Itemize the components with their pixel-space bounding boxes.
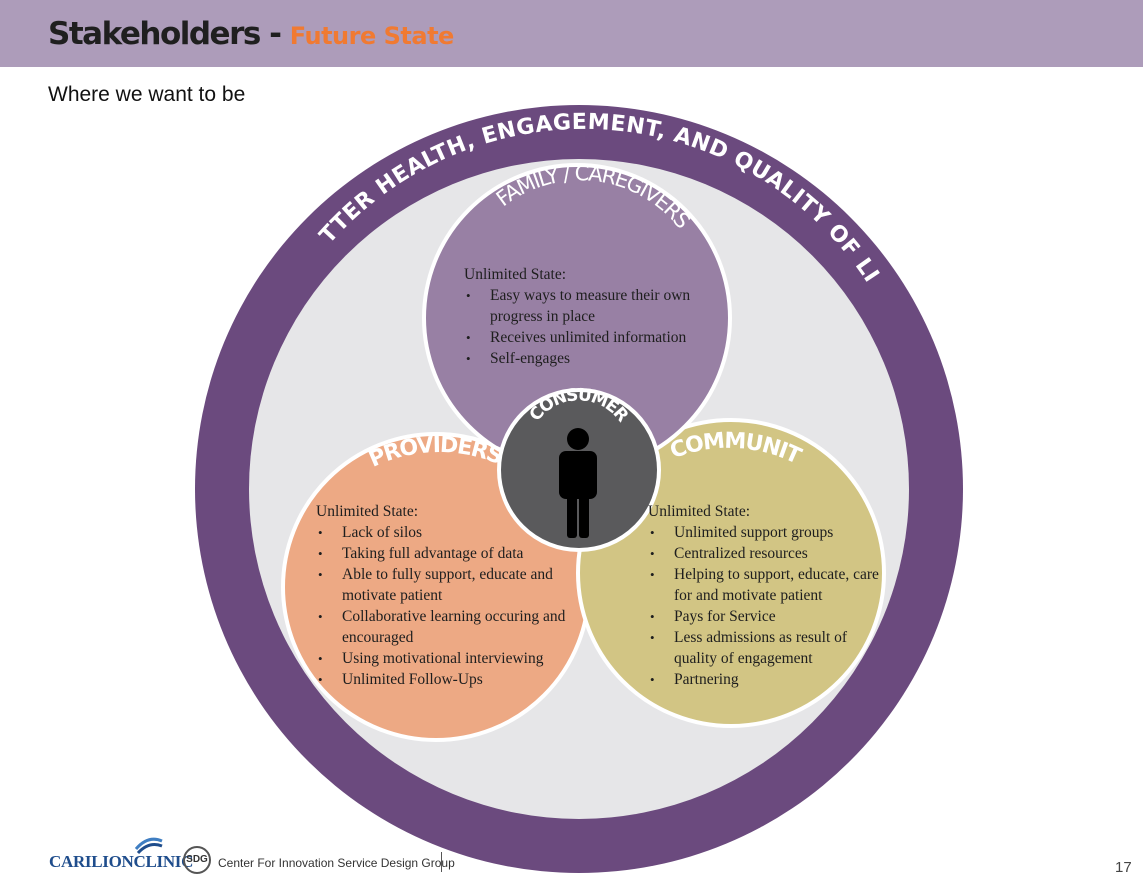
footer-divider [441,852,442,872]
carilion-swoosh-icon [134,837,163,855]
list-item: Taking full advantage of data [318,543,574,564]
providers-list: Lack of silos Taking full advantage of d… [316,522,574,690]
list-item: Unlimited Follow-Ups [318,669,574,690]
page-number: 17 [1115,859,1132,876]
sdg-text: Center For Innovation Service Design Gro… [218,856,455,870]
title-separator: - [269,16,282,52]
header-bar [0,0,1143,67]
list-item: Less admissions as result of quality of … [650,627,883,669]
list-item: Partnering [650,669,883,690]
providers-heading: Unlimited State: [316,503,419,520]
family-text-block: Unlimited State: Easy ways to measure th… [464,264,724,369]
community-text-block: Unlimited State: Unlimited support group… [648,501,883,690]
providers-text-block: Unlimited State: Lack of silos Taking fu… [316,501,574,690]
family-list: Easy ways to measure their own progress … [464,285,724,369]
page-title: Stakeholders - Future State [48,16,454,52]
list-item: Unlimited support groups [650,522,883,543]
list-item: Able to fully support, educate and motiv… [318,564,574,606]
community-heading: Unlimited State: [648,503,751,520]
list-item: Collaborative learning occuring and enco… [318,606,574,648]
title-accent: Future State [289,22,455,50]
subtitle: Where we want to be [48,83,246,106]
list-item: Pays for Service [650,606,883,627]
carilion-logo: CARILIONCLINIC [49,852,194,871]
sdg-logo-icon: SDG [183,846,211,874]
list-item: Receives unlimited information [466,327,724,348]
community-list: Unlimited support groups Centralized res… [648,522,883,690]
list-item: Self-engages [466,348,724,369]
list-item: Easy ways to measure their own progress … [466,285,724,327]
list-item: Lack of silos [318,522,574,543]
list-item: Using motivational interviewing [318,648,574,669]
title-text: Stakeholders [48,16,261,52]
list-item: Helping to support, educate, care for an… [650,564,883,606]
list-item: Centralized resources [650,543,883,564]
family-heading: Unlimited State: [464,266,567,283]
